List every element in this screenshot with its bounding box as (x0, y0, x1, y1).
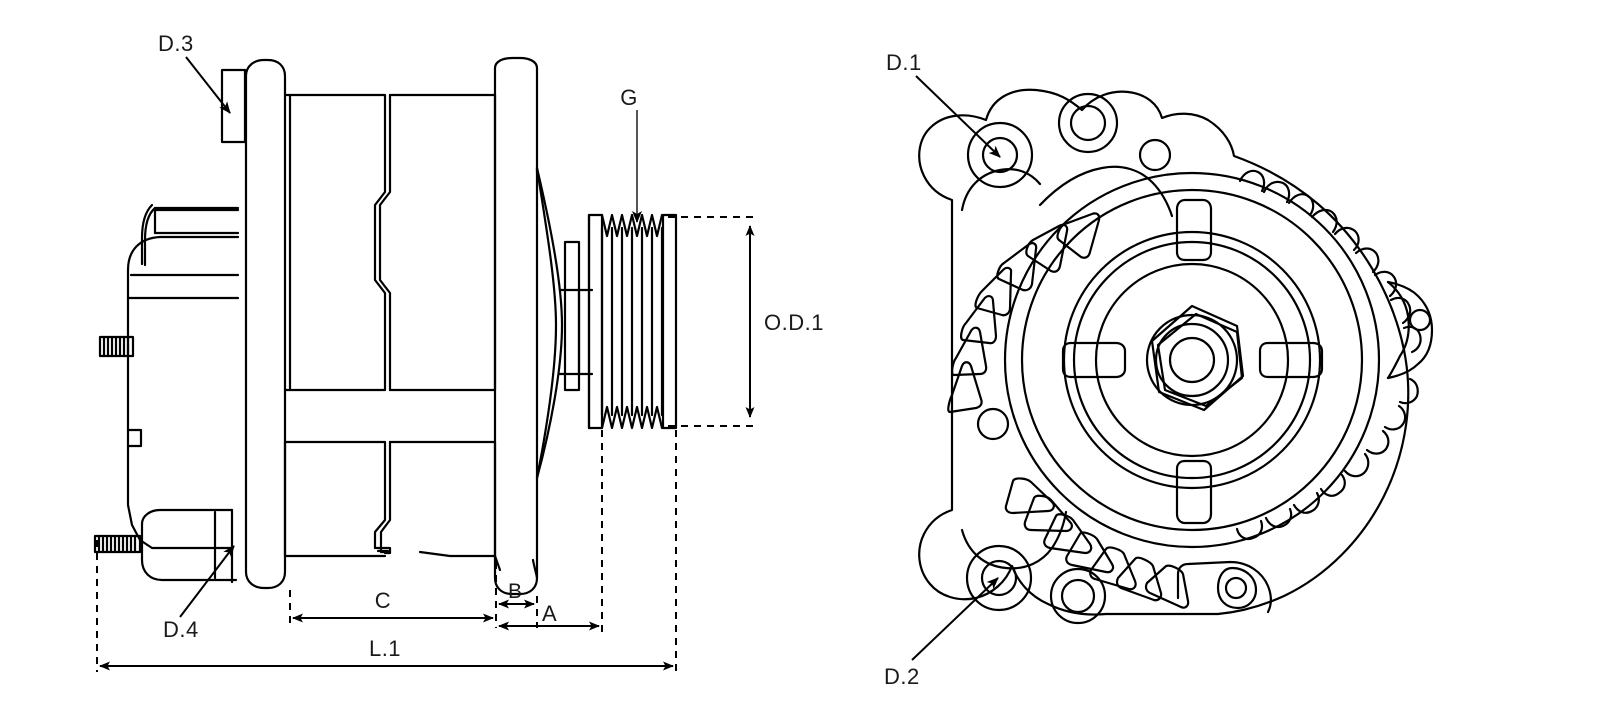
top-small-hole (1138, 138, 1172, 172)
front-view-annotations: D.1 D.2 (884, 50, 1001, 689)
hex-nut (1150, 304, 1245, 412)
hub-ring-inner-2 (1154, 322, 1230, 398)
lower-mounting-boss (965, 544, 1033, 612)
fan-spokes (1061, 198, 1324, 525)
lower-mounting-hole (980, 559, 1018, 597)
leader-d1 (915, 75, 1001, 158)
stator-inner-circle (1020, 188, 1364, 532)
label-c: C (375, 588, 391, 613)
label-d3: D.3 (158, 31, 194, 56)
shaft-detail (558, 240, 594, 392)
top-bracket-inner-2 (960, 168, 1042, 212)
right-side-lug (1386, 280, 1434, 380)
top-boss-ring (1057, 92, 1119, 154)
stator-outer-circle (1003, 171, 1381, 549)
shaft-bore (1168, 336, 1216, 384)
label-d4: D.4 (163, 617, 199, 642)
side-view-annotations: D.3 D.4 G O.D.1 C (96, 31, 824, 672)
pulley (587, 213, 678, 430)
cooling-fin-ring (1235, 169, 1422, 541)
label-a: A (542, 601, 557, 626)
rear-notch (126, 428, 143, 448)
terminal-stud-upper (98, 335, 135, 358)
vent-slots-lower (1004, 477, 1190, 609)
top-bracket-inner (1038, 165, 1174, 218)
label-g: G (620, 85, 638, 110)
mid-left-hole (976, 407, 1010, 441)
label-od1: O.D.1 (764, 310, 824, 335)
label-d2: D.2 (884, 664, 920, 689)
terminal-stud-lower (93, 534, 142, 554)
extension-lines (96, 430, 677, 672)
bottom-boss-hole (1060, 578, 1096, 614)
bottom-boss-ring (1049, 567, 1107, 625)
label-d1: D.1 (886, 50, 922, 75)
leader-d3 (185, 56, 231, 114)
dimension-od1 (668, 216, 755, 427)
front-end-view (918, 88, 1434, 625)
drive-end-housing (493, 56, 564, 596)
side-section-view (93, 56, 678, 596)
vent-slots-upper (947, 212, 1101, 414)
housing-outline (918, 88, 1410, 616)
upper-mounting-hole (981, 136, 1019, 174)
top-boss-hole (1069, 104, 1107, 142)
leader-d4 (179, 545, 235, 618)
label-l1: L.1 (369, 636, 401, 661)
upper-mounting-boss (966, 121, 1034, 189)
bottom-right-tab (1176, 560, 1273, 614)
label-b: B (508, 580, 523, 603)
rear-flange-plate (244, 58, 287, 590)
rear-cover-assembly (126, 203, 240, 550)
hub-ring-outer (1062, 230, 1322, 490)
hub-ring-outer-2 (1072, 240, 1312, 480)
leader-d2 (911, 577, 999, 661)
hub-ring-mid (1094, 262, 1290, 458)
